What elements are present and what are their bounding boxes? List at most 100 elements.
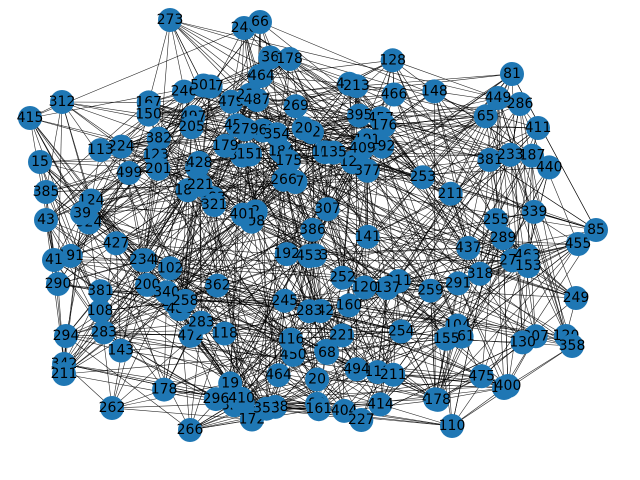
node-circle xyxy=(297,244,322,268)
node-label: 354 xyxy=(264,126,291,142)
graph-node: 354 xyxy=(264,122,291,147)
node-circle xyxy=(205,273,230,298)
graph-edge xyxy=(81,213,285,302)
node-circle xyxy=(248,10,272,34)
graph-node: 385 xyxy=(33,180,59,204)
graph-edge xyxy=(489,73,513,160)
graph-edge xyxy=(259,21,381,119)
graph-edge xyxy=(384,125,539,129)
graph-edge xyxy=(45,114,149,221)
node-label: 110 xyxy=(439,418,466,434)
node-label: 245 xyxy=(271,293,298,309)
graph-edge xyxy=(327,209,365,288)
node-circle xyxy=(382,82,406,107)
node-label: 108 xyxy=(87,303,114,319)
node-circle xyxy=(352,275,377,300)
node-circle xyxy=(187,150,212,175)
node-label: 160 xyxy=(336,297,363,313)
graph-node: 258 xyxy=(172,288,199,313)
graph-node: 85 xyxy=(584,218,608,242)
node-circle xyxy=(88,138,113,163)
node-label: 19 xyxy=(221,375,239,391)
node-label: 141 xyxy=(354,229,381,245)
graph-edge xyxy=(53,259,567,337)
node-label: 20 xyxy=(308,372,326,388)
node-label: 116 xyxy=(278,332,305,348)
graph-edge xyxy=(348,305,381,405)
node-label: 233 xyxy=(497,147,524,163)
graph-node: 427 xyxy=(103,231,129,256)
node-label: 464 xyxy=(265,367,292,383)
graph-edge xyxy=(522,266,529,343)
graph-node: 224 xyxy=(108,134,135,159)
graph-node: 358 xyxy=(559,334,585,358)
node-label: 307 xyxy=(314,201,341,217)
graph-nodes: 2732406634616747947642662127383414816510… xyxy=(17,8,608,442)
graph-edge xyxy=(148,19,171,103)
node-circle xyxy=(230,202,255,227)
graph-node: 273 xyxy=(157,8,183,32)
graph-node: 312 xyxy=(49,90,75,114)
graph-node: 307 xyxy=(314,197,341,222)
node-label: 466 xyxy=(381,87,408,103)
node-circle xyxy=(50,90,74,114)
graph-edge xyxy=(316,325,458,380)
graph-edge xyxy=(270,57,423,178)
node-label: 266 xyxy=(270,172,297,188)
node-label: 494 xyxy=(343,361,370,377)
graph-edge xyxy=(70,162,200,257)
graph-edge xyxy=(333,152,343,278)
graph-node: 66 xyxy=(248,10,272,34)
node-circle xyxy=(355,224,380,249)
node-circle xyxy=(46,272,70,296)
graph-edge xyxy=(187,190,267,409)
node-circle xyxy=(422,79,447,104)
node-circle xyxy=(172,79,196,104)
node-label: 120 xyxy=(351,280,378,296)
graph-node: 175 xyxy=(275,149,302,174)
graph-edge xyxy=(284,287,365,302)
node-circle xyxy=(264,122,289,147)
node-label: 283 xyxy=(296,303,323,319)
node-label: 211 xyxy=(437,186,464,202)
graph-edge xyxy=(400,331,436,400)
graph-edge xyxy=(200,151,325,186)
graph-edge xyxy=(289,58,363,149)
node-circle xyxy=(520,143,544,168)
node-circle xyxy=(135,272,160,297)
graph-edge xyxy=(201,322,462,337)
graph-edge xyxy=(45,219,191,337)
graph-edge xyxy=(457,283,505,389)
node-circle xyxy=(330,323,355,348)
graph-node: 161 xyxy=(305,397,332,422)
node-label: 211 xyxy=(51,366,78,382)
graph-node: 290 xyxy=(45,272,71,296)
node-circle xyxy=(350,136,375,161)
node-label: 294 xyxy=(53,328,80,344)
node-label: 200 xyxy=(134,277,161,293)
graph-edge xyxy=(65,301,175,337)
node-label: 414 xyxy=(367,396,394,412)
graph-edge xyxy=(120,331,402,351)
node-circle xyxy=(566,232,590,256)
graph-edge xyxy=(450,193,481,274)
node-label: 179 xyxy=(212,138,239,154)
graph-node: 266 xyxy=(270,167,297,192)
graph-node: 143 xyxy=(107,338,134,363)
graph-edge xyxy=(283,179,469,249)
node-circle xyxy=(368,392,393,417)
graph-edge xyxy=(398,193,451,282)
graph-edge xyxy=(224,333,318,380)
node-label: 252 xyxy=(329,270,356,286)
node-circle xyxy=(510,330,535,355)
graph-edge xyxy=(163,309,180,390)
graph-edge xyxy=(392,60,499,99)
graph-edge xyxy=(284,236,368,302)
graph-node: 494 xyxy=(343,357,370,382)
node-label: 234 xyxy=(129,252,156,268)
graph-edge xyxy=(393,94,451,194)
node-circle xyxy=(418,278,443,303)
node-label: 411 xyxy=(525,120,552,136)
node-label: 499 xyxy=(116,165,143,181)
node-label: 187 xyxy=(519,148,546,164)
